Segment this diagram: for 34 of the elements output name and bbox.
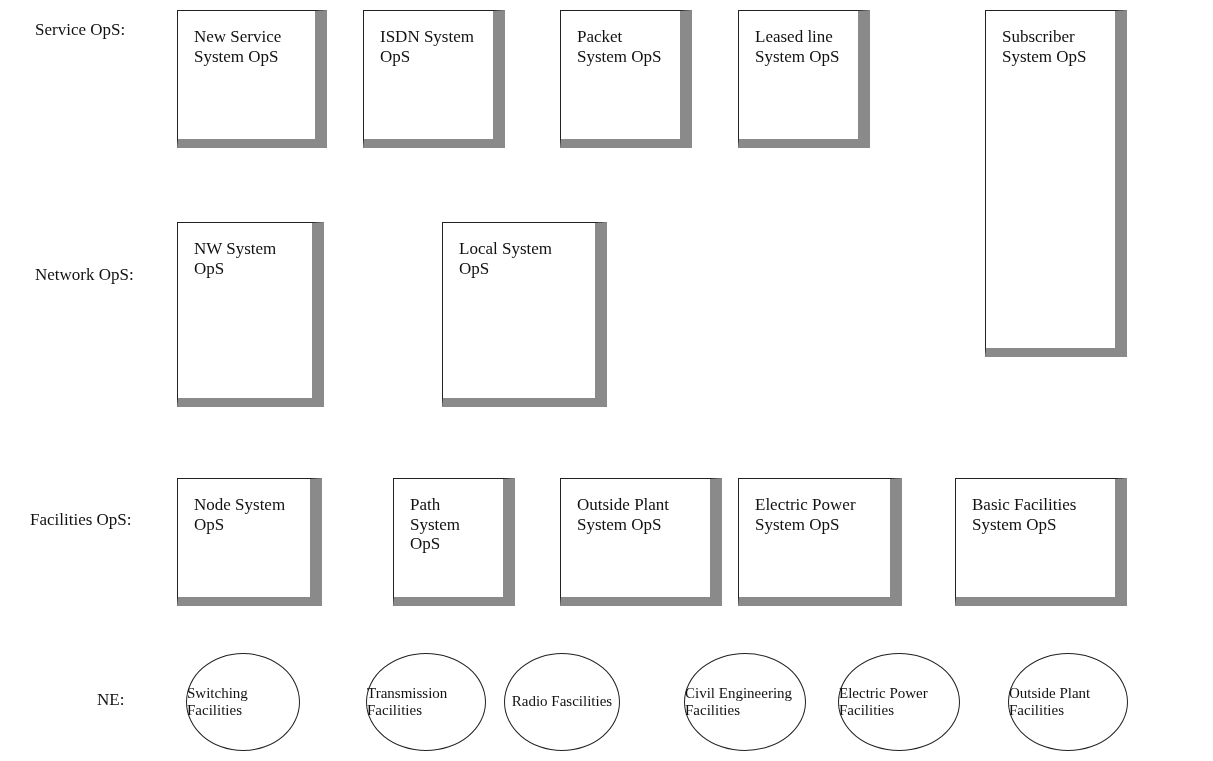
ops-box (560, 10, 692, 148)
node-label: Path System OpS (410, 495, 462, 554)
row-label: NE: (97, 690, 125, 710)
ops-box (738, 10, 870, 148)
node-label: Packet System OpS (577, 27, 663, 67)
node-label: Outside Plant System OpS (577, 495, 671, 535)
node-label: Transmission Facilities (367, 684, 449, 720)
node-label: Outside Plant Facilities (1009, 684, 1092, 720)
ops-box (363, 10, 505, 148)
node-label: Radio Fascilities (511, 693, 613, 711)
ops-box (177, 10, 327, 148)
ops-box (393, 478, 515, 606)
ops-box (442, 222, 607, 407)
ops-box (560, 478, 722, 606)
node-label: NW System OpS (194, 239, 278, 279)
node-label: Basic Facilities System OpS (972, 495, 1078, 535)
ops-box (985, 10, 1127, 357)
node-label: Local System OpS (459, 239, 553, 279)
node-label: Subscriber System OpS (1002, 27, 1088, 67)
node-label: ISDN System OpS (380, 27, 475, 67)
node-label: Electric Power Facilities (839, 684, 929, 720)
node-label: Civil Engineering Facilities (685, 684, 794, 720)
row-label: Facilities OpS: (30, 510, 132, 530)
node-label: New Service System OpS (194, 27, 283, 67)
node-label: Electric Power System OpS (755, 495, 857, 535)
ops-box (177, 478, 322, 606)
ops-box (955, 478, 1127, 606)
node-label: Switching Facilities (187, 684, 249, 720)
row-label: Service OpS: (35, 20, 126, 40)
node-label: Node System OpS (194, 495, 287, 535)
ops-box (738, 478, 902, 606)
ops-box (177, 222, 324, 407)
node-label: Leased line System OpS (755, 27, 841, 67)
row-label: Network OpS: (35, 265, 134, 285)
